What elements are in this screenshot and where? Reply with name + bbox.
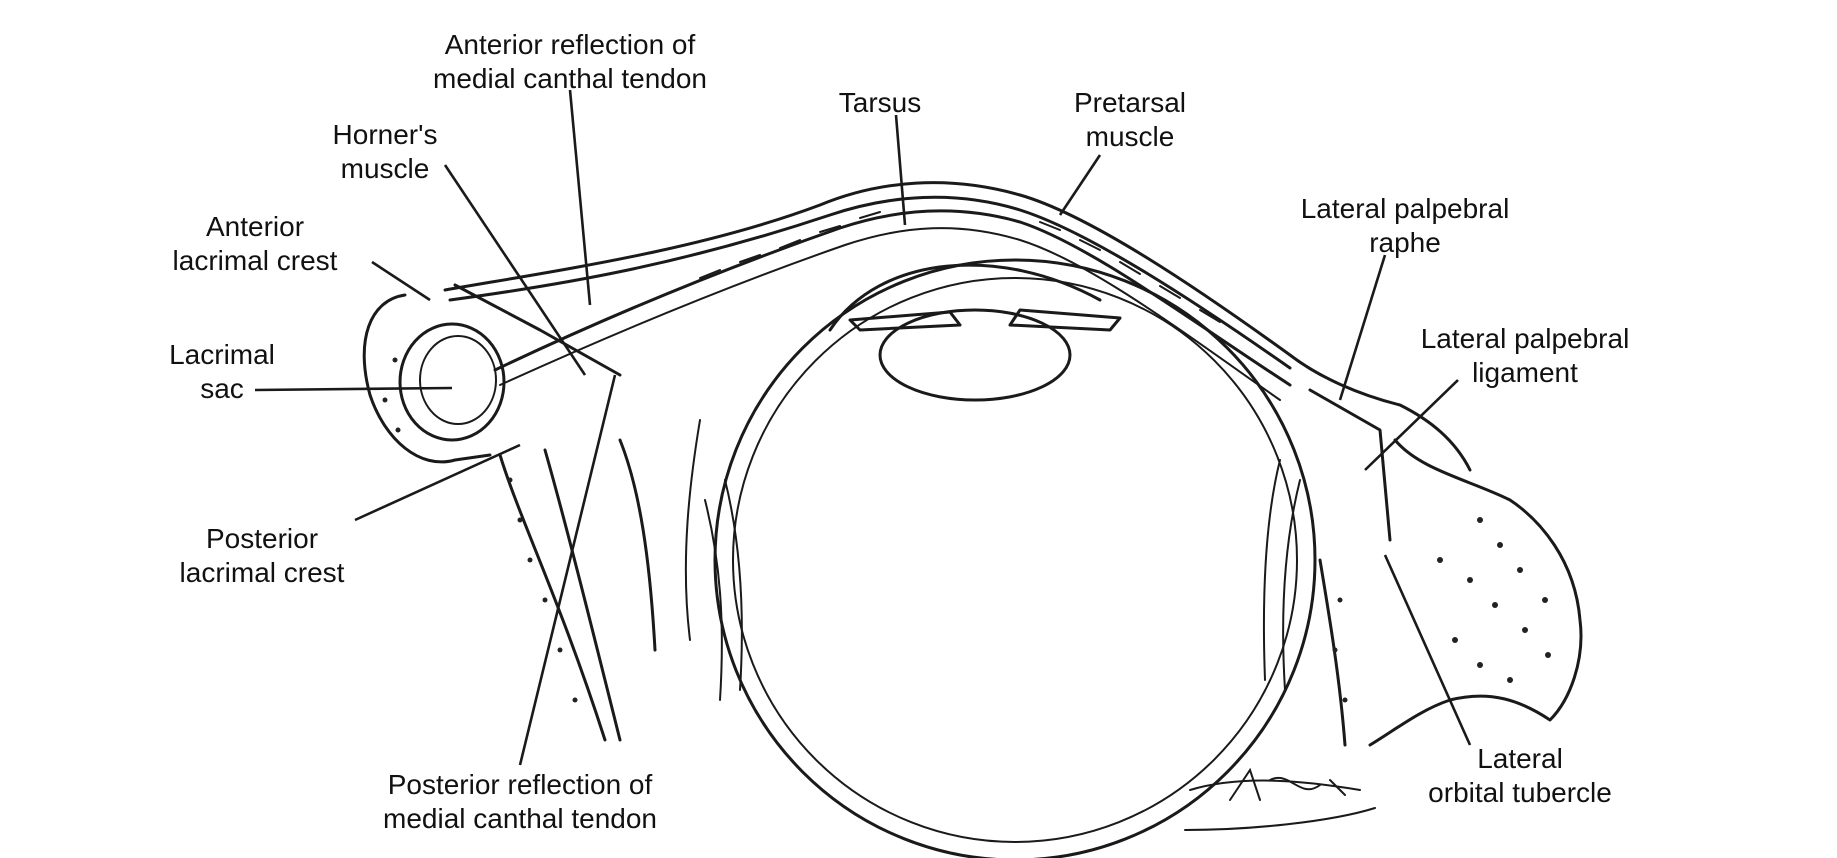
medial-orbital-wall-inner [543, 448, 622, 742]
lens [878, 308, 1072, 402]
medial-septum [684, 419, 701, 641]
leader-lacrimal-sac [254, 386, 453, 392]
globe-outer [713, 258, 1317, 858]
leader-horners-muscle [443, 164, 587, 376]
extraocular-fibres [704, 459, 1301, 701]
lateral-orbital-wall [1318, 558, 1347, 747]
lacrimal-sac [398, 322, 506, 442]
lacrimal-sac-inner [419, 335, 497, 425]
label-posterior-lacrimal-crest: Posterior lacrimal crest [179, 523, 345, 588]
label-tarsus: Tarsus [838, 87, 922, 118]
leader-lateral-orbital-tubercle [1383, 554, 1472, 746]
leader-pretarsal-muscle [1058, 154, 1102, 216]
cornea [828, 263, 1102, 332]
label-posterior-reflection: Posterior reflection of medial canthal t… [383, 769, 657, 834]
label-pretarsal-muscle: Pretarsal muscle [1073, 87, 1187, 152]
bone-stipple [382, 357, 1551, 703]
medial-canthal-tendon [453, 283, 622, 377]
artist-signature [1184, 767, 1376, 831]
eyelid-inner-outline [448, 195, 1292, 370]
lateral-palpebral-ligament-band [1308, 388, 1392, 542]
label-horners-muscle: Horner's muscle [332, 119, 438, 184]
conjunctiva-line [499, 227, 1281, 401]
tarsus-band [493, 209, 1292, 387]
eyelid-skin-outline [443, 181, 1472, 472]
iris-left [848, 310, 962, 332]
leader-lateral-palpebral-raphe [1338, 254, 1387, 401]
posterior-crest-bone [618, 438, 657, 652]
iris-right [1008, 308, 1122, 332]
leader-anterior-reflection [568, 89, 592, 306]
leader-posterior-reflection [518, 374, 617, 766]
pretarsal-muscle-hatching [699, 211, 1221, 323]
label-lateral-palpebral-raphe: Lateral palpebral raphe [1300, 193, 1510, 258]
label-anterior-lacrimal-crest: Anterior lacrimal crest [172, 211, 338, 276]
label-lacrimal-sac: Lacrimal sac [169, 339, 275, 404]
leader-anterior-lacrimal-crest [371, 260, 431, 302]
leader-posterior-lacrimal-crest [354, 443, 521, 522]
leader-tarsus [894, 114, 907, 226]
globe-inner [732, 277, 1298, 843]
label-lateral-orbital-tubercle: Lateral orbital tubercle [1428, 743, 1612, 808]
medial-orbital-wall [498, 453, 607, 742]
label-lateral-palpebral-ligament: Lateral palpebral ligament [1420, 323, 1630, 388]
label-anterior-reflection: Anterior reflection of medial canthal te… [433, 29, 707, 94]
leader-lateral-palpebral-ligament [1364, 379, 1459, 471]
leader-lines [254, 89, 1472, 766]
lacrimal-fossa-wall [362, 293, 492, 464]
